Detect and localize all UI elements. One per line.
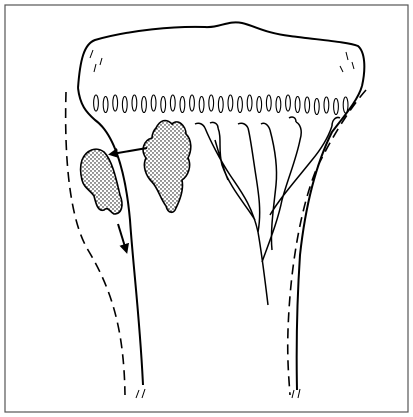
- figure-frame: [5, 5, 408, 412]
